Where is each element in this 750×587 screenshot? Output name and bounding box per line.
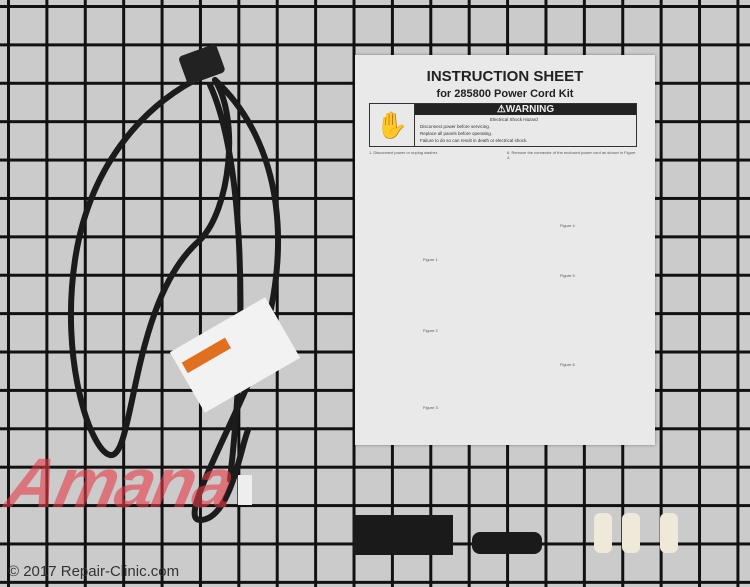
figure-label: Figure 5 (560, 273, 575, 278)
sheet-subtitle: for 285800 Power Cord Kit (436, 88, 574, 100)
power-cord (207, 82, 244, 483)
wire-nut (660, 513, 678, 553)
figure-label: Figure 4 (560, 223, 575, 228)
wire-nut (622, 513, 640, 553)
watermark: © 2017 Repair-Clinic.com (8, 563, 180, 580)
warning-line: Disconnect power before servicing. (420, 124, 491, 129)
figure-label: Figure 2 (423, 328, 438, 333)
shock-hazard-icon: ✋ (370, 104, 415, 146)
plug (179, 44, 225, 85)
figure-label: Figure 3 (423, 405, 438, 410)
power-cord (67, 72, 233, 458)
warning-line: Failure to do so can result in death or … (420, 138, 528, 143)
wire-nut (594, 513, 612, 553)
figure-label: Figure 6 (560, 362, 575, 367)
sheet-title: INSTRUCTION SHEET (426, 68, 584, 85)
figure-label: Figure 1 (423, 257, 438, 262)
amana-logo: Amana (0, 444, 240, 522)
cord-tag (169, 297, 301, 413)
strain-relief-bushing (472, 532, 542, 554)
warning-header: ⚠WARNING (415, 104, 636, 115)
instruction-sheet: INSTRUCTION SHEET for 285800 Power Cord … (355, 55, 655, 445)
warning-line: Replace all panels before operating. (420, 131, 493, 136)
connector (238, 475, 252, 505)
step-1: 1. Disconnect power or unplug washer. (369, 150, 438, 155)
step-6: 6. Remove the connector of the enclosed … (507, 150, 636, 160)
warning-box: ✋ ⚠WARNING Electrical Shock Hazard Disco… (369, 103, 637, 147)
strain-relief-bracket (353, 515, 453, 555)
warning-line: Electrical Shock Hazard (490, 117, 538, 122)
power-cord (191, 77, 282, 524)
